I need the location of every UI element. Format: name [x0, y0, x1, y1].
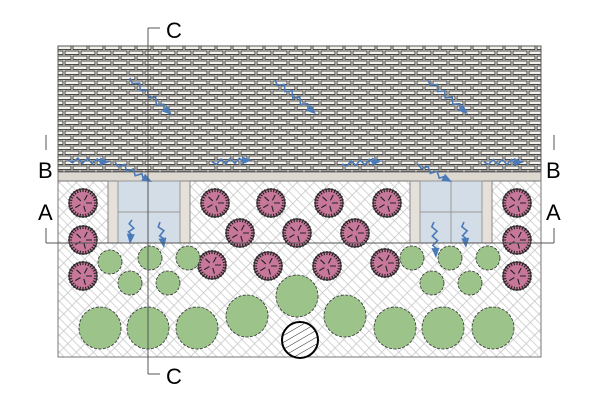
- section-label-a-left: A: [38, 200, 53, 225]
- small-green-shrub: [437, 245, 463, 271]
- water-flow-arrow-icon: [341, 157, 382, 168]
- section-label-a-right: A: [546, 200, 561, 225]
- pink-shrub: [312, 251, 342, 281]
- small-green-shrub: [117, 270, 143, 296]
- pink-shrub: [197, 250, 227, 280]
- pink-shrub: [200, 188, 230, 218]
- section-label-b-left: B: [38, 158, 53, 183]
- large-green-shrub: [225, 294, 269, 338]
- large-green-shrub: [373, 306, 417, 350]
- small-green-shrub: [175, 245, 201, 271]
- water-flow-arrow-icon: [114, 161, 152, 182]
- large-green-shrub: [78, 306, 122, 350]
- small-green-shrub: [137, 245, 163, 271]
- window-left: [107, 180, 191, 244]
- large-green-shrub: [323, 294, 367, 338]
- terrace-band: [57, 171, 542, 182]
- pink-shrub: [502, 225, 532, 255]
- hatched-circle-feature: [281, 321, 319, 359]
- pink-shrub: [253, 251, 283, 281]
- pink-shrub: [225, 218, 255, 248]
- water-flow-arrow-icon: [211, 156, 252, 166]
- section-label-b-right: B: [546, 158, 561, 183]
- small-green-shrub: [399, 245, 425, 271]
- water-flow-arrow-icon: [126, 219, 136, 244]
- large-green-shrub: [471, 306, 515, 350]
- pink-shrub: [68, 188, 98, 218]
- section-label-c-top: C: [166, 18, 182, 43]
- pink-shrub: [372, 188, 402, 218]
- water-flow-arrow-icon: [483, 158, 524, 166]
- section-label-c-bottom: C: [166, 364, 182, 389]
- pink-shrub: [68, 225, 98, 255]
- window-right: [409, 180, 493, 244]
- pink-shrub: [340, 218, 370, 248]
- pink-shrub: [256, 188, 286, 218]
- small-green-shrub: [419, 270, 445, 296]
- large-green-shrub: [421, 306, 465, 350]
- small-green-shrub: [475, 245, 501, 271]
- paving-area: [57, 45, 542, 173]
- pink-shrub: [370, 248, 400, 278]
- small-green-shrub: [457, 270, 483, 296]
- large-green-shrub: [275, 274, 319, 318]
- pink-shrub: [502, 261, 532, 291]
- pink-shrub: [68, 261, 98, 291]
- water-flow-arrow-icon: [430, 221, 440, 258]
- pink-shrub: [282, 218, 312, 248]
- pink-shrub: [502, 188, 532, 218]
- water-flow-arrow-icon: [427, 79, 468, 114]
- large-green-shrub: [175, 306, 219, 350]
- small-green-shrub: [155, 270, 181, 296]
- small-green-shrub: [97, 249, 123, 275]
- water-flow-arrow-icon: [417, 163, 452, 182]
- water-flow-arrow-icon: [67, 156, 110, 166]
- pink-shrub: [314, 188, 344, 218]
- section-lines: [45, 27, 555, 375]
- water-flow-arrow-icon: [274, 79, 316, 114]
